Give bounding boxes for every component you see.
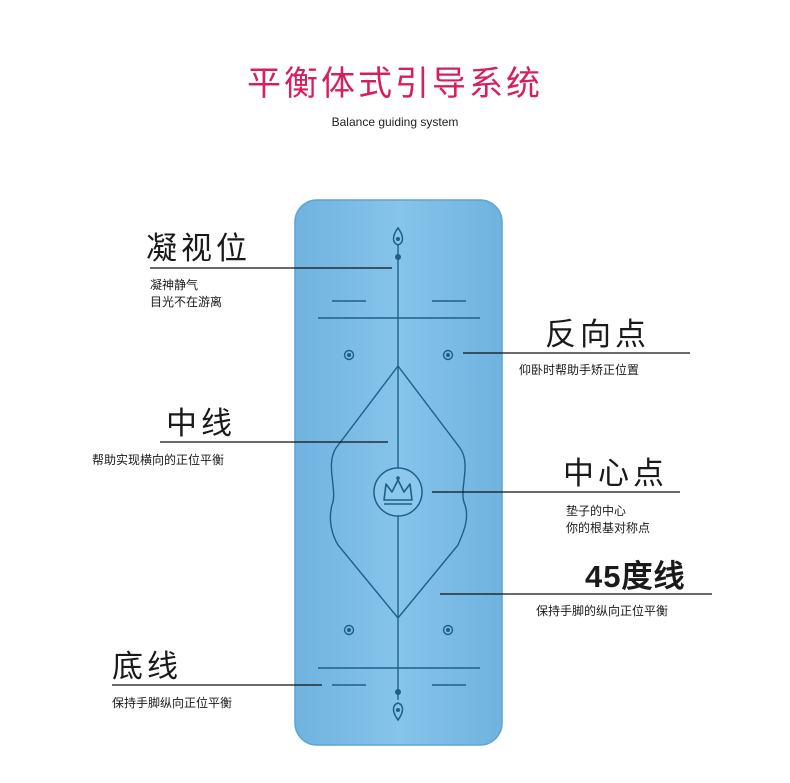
balance-diamond	[329, 364, 468, 620]
label-bottom: 底线	[112, 649, 182, 685]
leader-lines	[112, 267, 712, 686]
crown-icon	[373, 467, 423, 517]
drop-icon-top	[392, 226, 404, 260]
drop-icon-bottom	[392, 689, 404, 722]
desc-45-line: 保持手脚的纵向正位平衡	[536, 604, 669, 618]
label-midline: 中线	[166, 406, 236, 442]
desc-bottom: 保持手脚纵向正位平衡	[112, 696, 233, 710]
desc-reverse: 仰卧时帮助手矫正位置	[519, 363, 640, 377]
desc-center: 垫子的中心 你的根基对称点	[566, 504, 651, 536]
label-gaze: 凝视位	[146, 231, 251, 267]
label-45-line: 45度线	[585, 559, 686, 594]
label-center: 中心点	[563, 456, 668, 492]
desc-gaze: 凝神静气 目光不在游离	[150, 278, 223, 310]
page-title: 平衡体式引导系统	[247, 64, 543, 104]
page-subtitle: Balance guiding system	[331, 115, 459, 129]
mat-guide-lines	[318, 244, 480, 700]
desc-midline: 帮助实现横向的正位平衡	[92, 453, 225, 467]
label-reverse: 反向点	[545, 317, 650, 353]
reverse-points	[343, 349, 454, 636]
